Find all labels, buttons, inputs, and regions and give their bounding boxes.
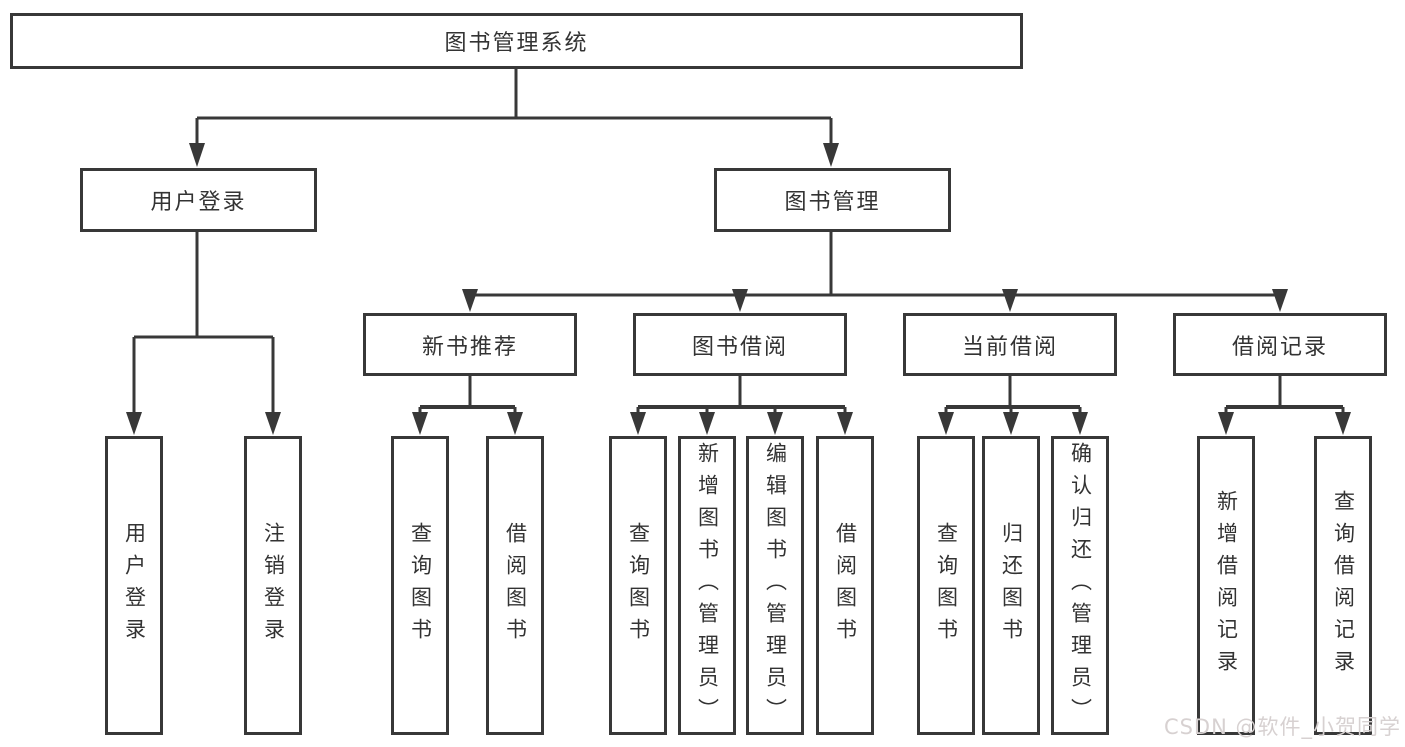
node-user-login: 用户登录 [80,168,317,232]
node-book-management: 图书管理 [714,168,951,232]
leaf-query-books-borrowing: 查询图书 [609,436,667,735]
leaf-label: 新增借阅记录 [1214,489,1239,682]
node-label: 借阅记录 [1231,334,1328,360]
leaf-label: 新增图书（管理员） [695,441,720,730]
leaf-label: 查询图书 [408,521,433,650]
leaf-user-login: 用户登录 [105,436,163,735]
leaf-add-borrow-record: 新增借阅记录 [1197,436,1255,735]
leaf-label: 注销登录 [261,521,286,650]
node-new-book-recommendation: 新书推荐 [363,313,577,376]
node-label: 新书推荐 [421,334,518,360]
leaf-query-books-current: 查询图书 [917,436,975,735]
leaf-query-books-recommend: 查询图书 [391,436,449,735]
node-label: 图书借阅 [691,334,788,360]
leaf-label: 确认归还（管理员） [1068,441,1093,730]
leaf-add-book-admin: 新增图书（管理员） [678,436,736,735]
node-label: 图书管理系统 [444,31,589,56]
leaf-label: 借阅图书 [833,521,858,650]
node-label: 当前借阅 [961,334,1058,360]
leaf-label: 借阅图书 [503,521,528,650]
leaf-label: 查询图书 [934,521,959,650]
node-borrowing-records: 借阅记录 [1173,313,1387,376]
node-label: 用户登录 [150,190,247,215]
leaf-label: 查询借阅记录 [1331,489,1356,682]
leaf-edit-book-admin: 编辑图书（管理员） [746,436,804,735]
leaf-borrow-books-recommend: 借阅图书 [486,436,544,735]
leaf-label: 编辑图书（管理员） [763,441,788,730]
node-label: 图书管理 [784,190,881,215]
leaf-return-books: 归还图书 [982,436,1040,735]
leaf-query-borrow-record: 查询借阅记录 [1314,436,1372,735]
node-current-borrowing: 当前借阅 [903,313,1117,376]
csdn-watermark: CSDN @软件_小贺同学 [1163,715,1401,739]
node-book-borrowing: 图书借阅 [633,313,847,376]
node-library-management-system: 图书管理系统 [10,13,1023,69]
leaf-label: 查询图书 [626,521,651,650]
leaf-label: 用户登录 [122,521,147,650]
leaf-borrow-books-borrowing: 借阅图书 [816,436,874,735]
leaf-label: 归还图书 [999,521,1024,650]
leaf-logout: 注销登录 [244,436,302,735]
arrowheads [126,143,1351,435]
leaf-confirm-return-admin: 确认归还（管理员） [1051,436,1109,735]
